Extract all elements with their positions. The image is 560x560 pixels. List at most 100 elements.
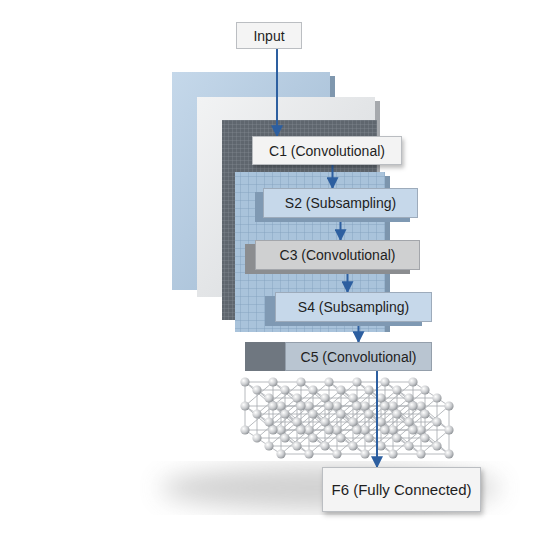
lattice-neuron: [360, 401, 369, 410]
lattice-neuron: [408, 425, 417, 434]
layer-name: C3 (Convolutional): [280, 247, 396, 263]
lattice-neuron: [420, 409, 429, 418]
lattice-neuron: [320, 417, 329, 426]
lattice-link: [257, 414, 285, 438]
lattice-neuron: [240, 401, 249, 410]
lattice-link: [325, 422, 353, 446]
lattice-neuron: [348, 417, 357, 426]
lattice-link: [385, 406, 413, 430]
lattice-neuron: [332, 449, 341, 458]
lattice-link: [245, 382, 273, 406]
lattice-neuron: [280, 433, 289, 442]
lattice-link: [309, 430, 337, 454]
lattice-link: [357, 406, 385, 430]
lattice-link: [385, 406, 413, 430]
layer-label: C3 (Convolutional): [255, 240, 420, 270]
lattice-neuron: [352, 401, 361, 410]
lattice-link: [325, 422, 353, 446]
lattice-link: [369, 414, 397, 438]
lattice-link: [393, 430, 421, 454]
layer-name: S4 (Subsampling): [298, 299, 409, 315]
lattice-link: [421, 430, 449, 454]
lattice-neuron: [348, 441, 357, 450]
lattice-link: [301, 382, 329, 406]
lattice-neuron: [276, 449, 285, 458]
lattice-link: [273, 382, 301, 406]
lattice-link: [273, 406, 301, 430]
lattice-neuron: [252, 433, 261, 442]
lattice-link: [329, 406, 357, 430]
lattice-link: [341, 390, 369, 414]
lattice-neuron: [348, 393, 357, 402]
lattice-neuron: [332, 401, 341, 410]
lattice-neuron: [364, 409, 373, 418]
lattice-neuron: [388, 425, 397, 434]
lattice-link: [369, 414, 397, 438]
lattice-neuron: [380, 425, 389, 434]
lattice-neuron: [416, 401, 425, 410]
lattice-neuron: [324, 401, 333, 410]
lattice-neuron: [292, 441, 301, 450]
lattice-link: [313, 390, 341, 414]
lattice-link: [369, 390, 397, 414]
lattice-link: [357, 406, 385, 430]
lattice-neuron: [380, 377, 389, 386]
lattice-neuron: [416, 425, 425, 434]
lattice-link: [245, 406, 273, 430]
lattice-neuron: [292, 393, 301, 402]
lattice-neuron: [308, 433, 317, 442]
lattice-link: [269, 422, 297, 446]
lattice-neuron: [404, 417, 413, 426]
lattice-link: [397, 414, 425, 438]
lattice-neuron: [404, 393, 413, 402]
lattice-neuron: [252, 409, 261, 418]
lattice-neuron: [360, 425, 369, 434]
lattice-neuron: [304, 449, 313, 458]
lattice-link: [269, 422, 297, 446]
lattice-link: [385, 382, 413, 406]
layer-label: S2 (Subsampling): [263, 188, 418, 218]
lattice-link: [281, 430, 309, 454]
flow-arrow: [340, 218, 342, 240]
lattice-link: [301, 382, 329, 406]
lattice-link: [281, 430, 309, 454]
lattice-neuron: [264, 441, 273, 450]
lattice-neuron: [444, 401, 453, 410]
lattice-neuron: [276, 425, 285, 434]
lattice-neuron: [360, 449, 369, 458]
lattice-neuron: [392, 409, 401, 418]
layer-label: C1 (Convolutional): [252, 136, 402, 165]
lattice-neuron: [336, 385, 345, 394]
lattice-neuron: [392, 433, 401, 442]
lattice-neuron: [352, 377, 361, 386]
flow-arrow: [376, 371, 378, 467]
layer-name: S2 (Subsampling): [285, 195, 396, 211]
lattice-neuron: [292, 417, 301, 426]
lattice-neuron: [268, 377, 277, 386]
lattice-neuron: [296, 425, 305, 434]
flow-arrow: [358, 322, 360, 342]
lattice-neuron: [324, 425, 333, 434]
lattice-neuron: [264, 417, 273, 426]
layer-name: C1 (Convolutional): [269, 143, 385, 159]
flow-arrow: [276, 49, 278, 136]
lattice-neuron: [280, 409, 289, 418]
lattice-neuron: [416, 449, 425, 458]
lattice-neuron: [444, 449, 453, 458]
lattice-neuron: [336, 433, 345, 442]
lattice-link: [285, 414, 313, 438]
layer-name: C5 (Convolutional): [301, 349, 417, 365]
lattice-link: [393, 430, 421, 454]
lattice-link: [409, 422, 437, 446]
lattice-neuron: [420, 433, 429, 442]
lattice-link: [365, 430, 393, 454]
lattice-link: [329, 382, 357, 406]
lattice-link: [341, 414, 369, 438]
lattice-link: [309, 430, 337, 454]
lattice-link: [369, 390, 397, 414]
lattice-link: [313, 390, 341, 414]
lattice-link: [313, 414, 341, 438]
lattice-neuron: [240, 425, 249, 434]
lattice-link: [301, 406, 329, 430]
lattice-link: [385, 382, 413, 406]
